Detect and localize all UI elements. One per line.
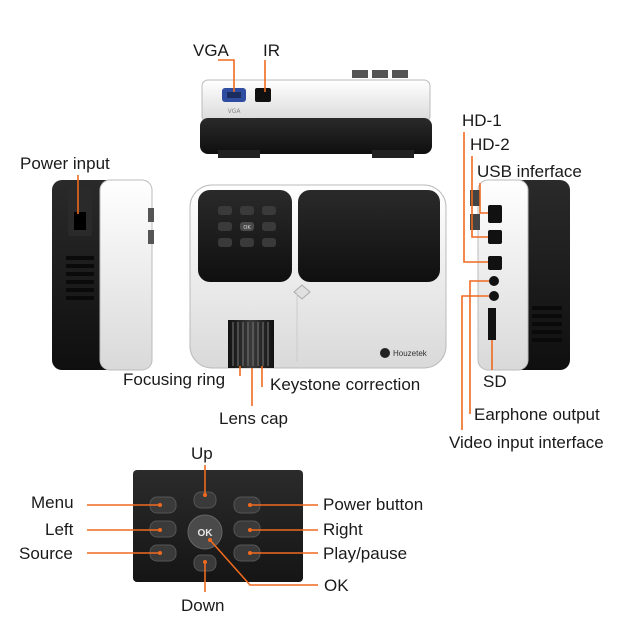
leader-hd2 (471, 156, 488, 238)
label-play-pause: Play/pause (323, 544, 407, 563)
hd2-port (488, 230, 502, 244)
remote-left-key[interactable] (149, 520, 177, 538)
brand-logo-icon (380, 348, 390, 358)
vga-port: VGA (222, 88, 246, 115)
projector-back-view: VGA (200, 70, 432, 158)
label-source: Source (19, 544, 73, 563)
remote-ok-key[interactable] (187, 514, 223, 550)
label-power-button: Power button (323, 495, 423, 514)
leader-left-dot (158, 528, 162, 532)
projector-top-view: OK Houzetek (189, 184, 447, 369)
projector-left-side (52, 179, 154, 371)
remote-ok-key-label: OK (198, 528, 214, 539)
leader-menu-dot (158, 503, 162, 507)
label-sd: SD (483, 372, 507, 391)
remote-right-key[interactable] (233, 520, 261, 538)
label-usb-interface: USB inferface (477, 162, 582, 181)
label-vga: VGA (193, 41, 230, 60)
label-ir: IR (263, 41, 280, 60)
top-ok-key: OK (243, 225, 251, 231)
lens-assembly (228, 320, 274, 368)
usb-port (488, 205, 502, 223)
label-ok: OK (324, 576, 349, 595)
label-hd1: HD-1 (462, 111, 502, 130)
brand-name: Houzetek (393, 349, 428, 358)
ir-sensor (255, 88, 271, 102)
label-menu: Menu (31, 493, 74, 512)
leader-power-button-dot (248, 503, 252, 507)
leader-hd1 (463, 132, 488, 263)
label-keystone-correction: Keystone correction (270, 375, 420, 394)
label-focusing-ring: Focusing ring (123, 370, 225, 389)
projector-right-side (470, 179, 570, 371)
video-input-jack (489, 291, 499, 301)
leader-play-pause-dot (248, 551, 252, 555)
earphone-jack (489, 276, 499, 286)
label-earphone-output: Earphone output (474, 405, 600, 424)
leader-vga (218, 59, 235, 92)
leader-right-dot (248, 528, 252, 532)
sd-slot (488, 308, 496, 340)
leader-up-dot (203, 493, 207, 497)
label-right: Right (323, 520, 363, 539)
leader-video-input (461, 295, 489, 430)
power-input-port (74, 212, 86, 230)
hd1-port (488, 256, 502, 270)
label-up: Up (191, 444, 213, 463)
label-lens-cap: Lens cap (219, 409, 288, 428)
leader-earphone (469, 280, 489, 414)
leader-ok (209, 539, 318, 586)
leader-ok-dot (208, 538, 212, 542)
vga-port-label: VGA (228, 108, 242, 115)
remote-control: OK (133, 470, 303, 582)
label-left: Left (45, 520, 74, 539)
label-down: Down (181, 596, 224, 615)
leader-source-dot (158, 551, 162, 555)
leader-usb (479, 183, 488, 214)
leader-down-dot (203, 560, 207, 564)
label-power-input: Power input (20, 154, 110, 173)
label-hd2: HD-2 (470, 135, 510, 154)
label-video-input-interface: Video input interface (449, 433, 604, 452)
